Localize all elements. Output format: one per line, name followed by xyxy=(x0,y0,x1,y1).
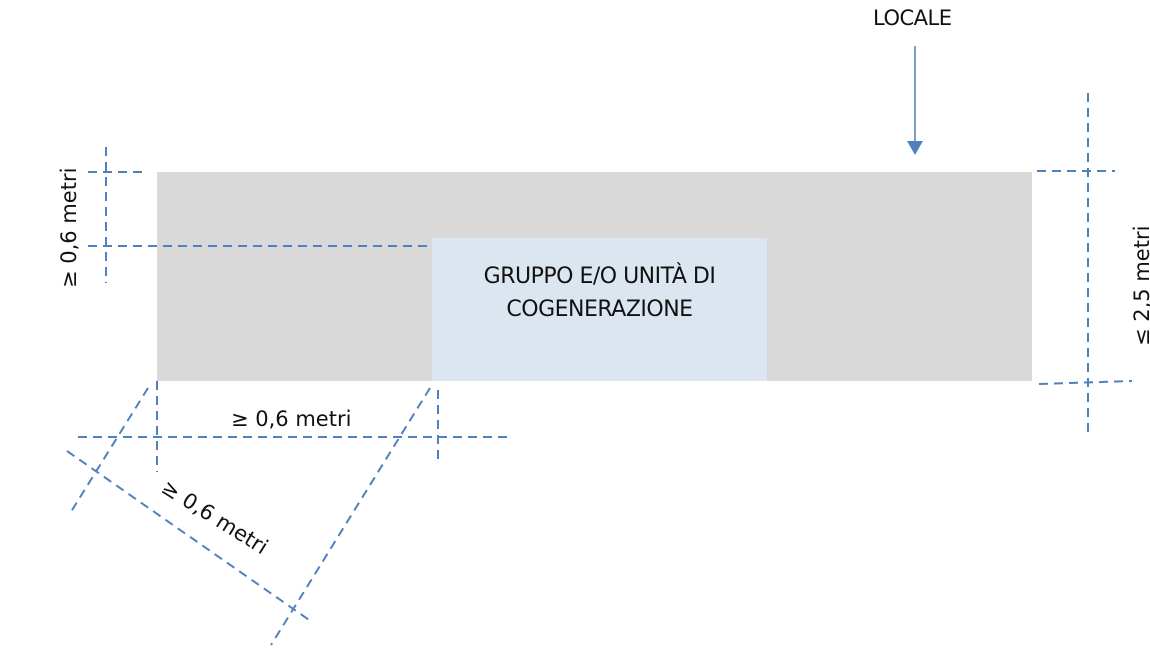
cogeneration-unit-label: GRUPPO E/O UNITÀ DI COGENERAZIONE xyxy=(483,264,716,322)
diagonal-dimension-line xyxy=(66,450,313,623)
cogeneration-unit-box: GRUPPO E/O UNITÀ DI COGENERAZIONE xyxy=(432,238,767,381)
front-clearance-label: ≥ 0,6 metri xyxy=(231,407,352,431)
room-pointer-arrow xyxy=(907,46,923,155)
arrow-head-icon xyxy=(907,141,923,155)
diagonal-right-extension-line xyxy=(270,387,431,646)
diagonal-left-extension-line xyxy=(68,387,149,516)
right-bottom-extension-line xyxy=(1038,380,1133,385)
room-label: LOCALE xyxy=(873,6,952,30)
max-height-label: ≤ 2,5 metri xyxy=(1130,225,1150,346)
left-clearance-label: ≥ 0,6 metri xyxy=(57,167,81,288)
